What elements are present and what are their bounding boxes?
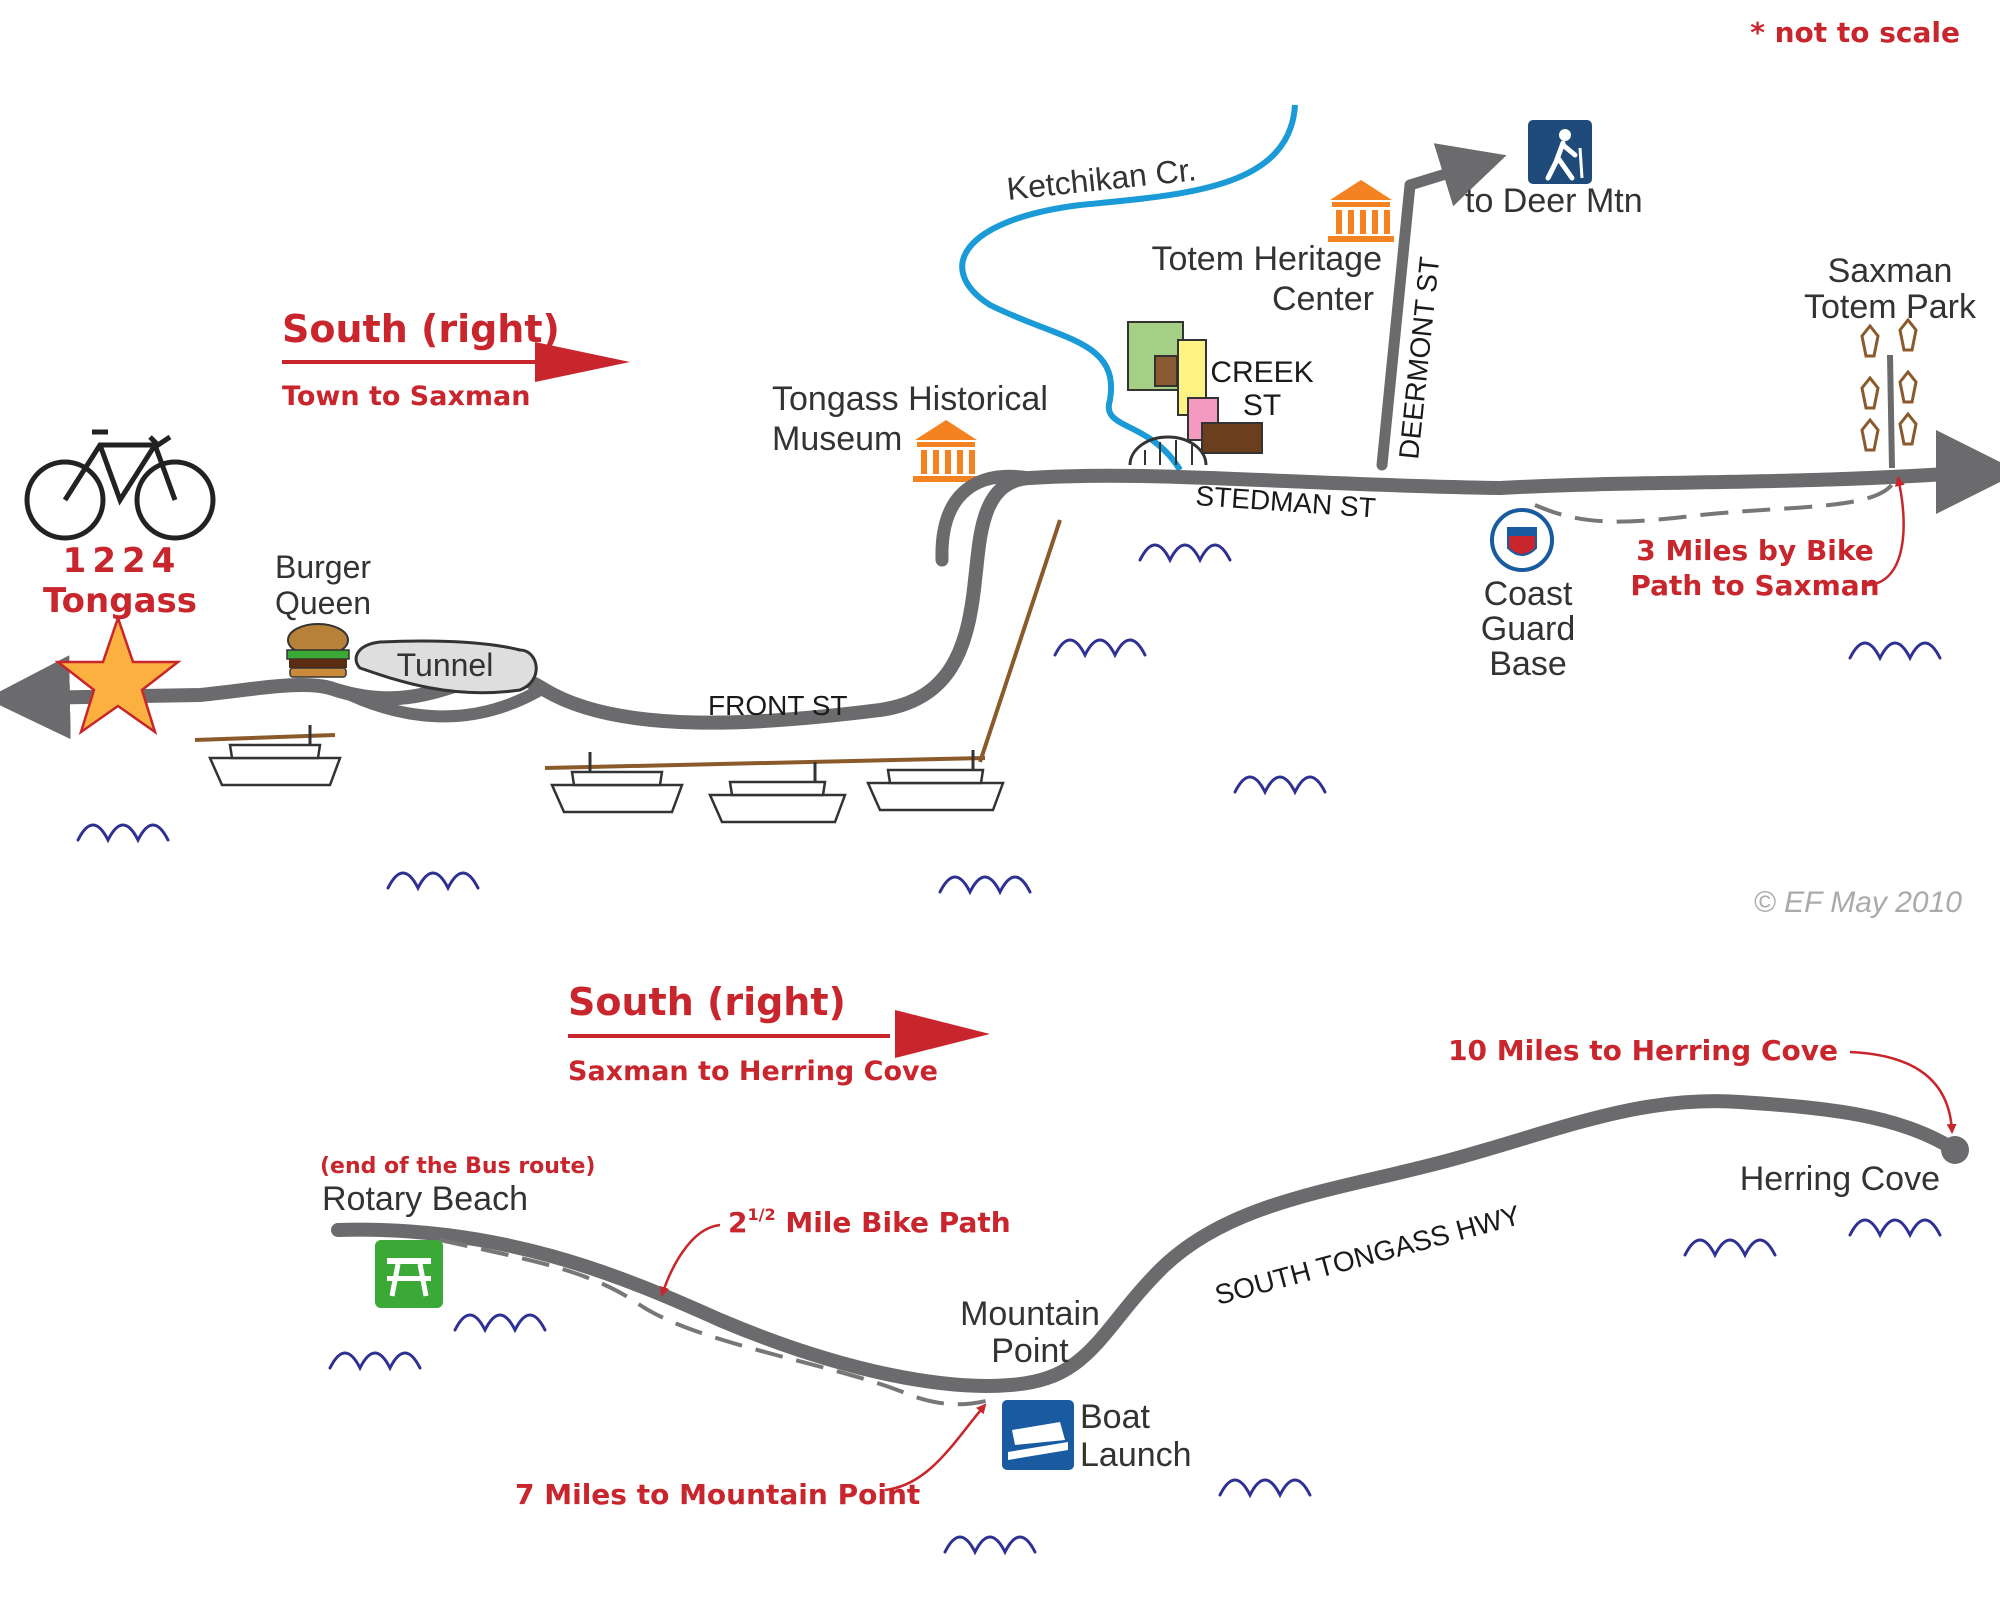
direction-title-bottom: South (right) (568, 980, 846, 1024)
picnic-area-icon (375, 1240, 443, 1308)
wave (386, 871, 480, 892)
tongass-museum-icon (913, 420, 979, 482)
wave (76, 823, 170, 844)
direction-subtitle-top: Town to Saxman (282, 381, 530, 412)
ketchikan-creek (959, 104, 1298, 472)
tunnel (337, 639, 543, 723)
bike-path-bottom-fraction: 1/2 (747, 1205, 775, 1224)
wave (943, 1535, 1037, 1556)
direction-indicator-bottom (568, 1010, 990, 1058)
mountain-point-label-line1: Mountain (960, 1295, 1100, 1333)
start-address-number: 1224 (63, 541, 182, 581)
ferry-boat (708, 762, 847, 824)
boat-launch-label-line1: Boat (1080, 1398, 1150, 1436)
bike-path-to-saxman (1534, 478, 1897, 524)
direction-indicator-top (282, 342, 630, 382)
coast-guard-label-line1: Coast (1484, 575, 1573, 613)
direction-subtitle-bottom: Saxman to Herring Cove (568, 1056, 938, 1087)
south-tongass-highway (331, 1094, 1962, 1393)
water-waves-top (76, 543, 1942, 896)
totem-center-label-line2: Center (1272, 280, 1374, 318)
burger-icon (286, 623, 350, 678)
wave (1848, 641, 1942, 662)
bike-path-saxman-label-line1: 3 Miles by Bike (1636, 534, 1874, 567)
start-star-icon (54, 614, 182, 736)
ferry-boat (208, 725, 342, 787)
start-address-name: Tongass (43, 581, 197, 621)
bike-path-bottom-callout-arrow (659, 1223, 721, 1297)
herring-cove-callout-arrow (1849, 1050, 1957, 1134)
wave (1218, 1478, 1312, 1499)
hiking-trail-icon (1528, 120, 1592, 184)
main-road-front-stedman (0, 465, 1982, 740)
creek-st-label-line2: ST (1243, 389, 1281, 422)
pier-left (194, 733, 336, 742)
copyright: © EF May 2010 (1754, 886, 1963, 919)
ferry-boat (550, 752, 684, 814)
bike-path-saxman-label-line2: Path to Saxman (1630, 569, 1879, 602)
saxman-label-line2: Totem Park (1804, 288, 1977, 326)
wave (938, 875, 1032, 896)
coast-guard-icon (1490, 508, 1554, 572)
tunnel-label: Tunnel (397, 647, 494, 683)
museum-label-line1: Tongass Historical (772, 380, 1048, 418)
wave (1683, 1238, 1777, 1259)
creek-label: Ketchikan Cr. (1005, 151, 1198, 207)
herring-cove-endpoint (1941, 1136, 1969, 1164)
front-st-curve (935, 469, 1037, 567)
rotary-beach-label: Rotary Beach (322, 1180, 528, 1218)
creek-bridge (1128, 435, 1208, 466)
deermont-street (1376, 143, 1507, 471)
saxman-totem-icon (1860, 317, 1918, 469)
saxman-label-line1: Saxman (1828, 252, 1953, 290)
creek-st-label-line1: CREEK (1210, 356, 1313, 389)
boat-launch-icon (1002, 1400, 1074, 1470)
wave (453, 1313, 547, 1334)
bike-path-bottom (439, 1238, 991, 1407)
mountain-point-callout-arrow (884, 1403, 987, 1492)
totem-heritage-museum-icon (1328, 180, 1394, 242)
coast-guard-label-line2: Guard (1481, 610, 1576, 648)
bike-path-bottom-text: Mile Bike Path (776, 1206, 1011, 1239)
miles-to-herring-label: 10 Miles to Herring Cove (1448, 1034, 1838, 1067)
boat-launch-label-line2: Launch (1080, 1436, 1192, 1474)
ferry-boat (866, 750, 1005, 812)
pier-long (544, 756, 986, 770)
bicycle-icon (24, 429, 216, 541)
wave (328, 1351, 422, 1372)
bike-path-bottom-whole: 2 (728, 1206, 747, 1239)
burger-label-line2: Queen (275, 585, 371, 621)
museum-label-line2: Museum (772, 420, 902, 458)
wave (1848, 1218, 1942, 1239)
bus-route-note: (end of the Bus route) (320, 1154, 595, 1179)
coast-guard-label-line3: Base (1489, 645, 1567, 683)
bike-path-callout-arrow (1861, 476, 1905, 587)
miles-to-mountain-label: 7 Miles to Mountain Point (515, 1478, 920, 1511)
wave (1053, 638, 1147, 659)
wave (1138, 543, 1232, 564)
wave (1233, 775, 1327, 796)
ferry-docks (194, 519, 1062, 824)
bike-path-bottom-label: 21/2 Mile Bike Path (728, 1205, 1011, 1239)
pier-diagonal (978, 519, 1062, 763)
water-waves-bottom (328, 1218, 1942, 1556)
creek-street-buildings (1127, 321, 1263, 466)
totem-center-label-line1: Totem Heritage (1151, 240, 1382, 278)
mountain-point-label-line2: Point (991, 1332, 1069, 1370)
not-to-scale-note: * not to scale (1750, 16, 1960, 49)
burger-label-line1: Burger (275, 549, 371, 585)
herring-cove-label: Herring Cove (1740, 1160, 1940, 1198)
front-st-label: FRONT ST (708, 690, 847, 721)
deer-mtn-label: to Deer Mtn (1465, 182, 1643, 220)
direction-title-top: South (right) (282, 307, 560, 351)
